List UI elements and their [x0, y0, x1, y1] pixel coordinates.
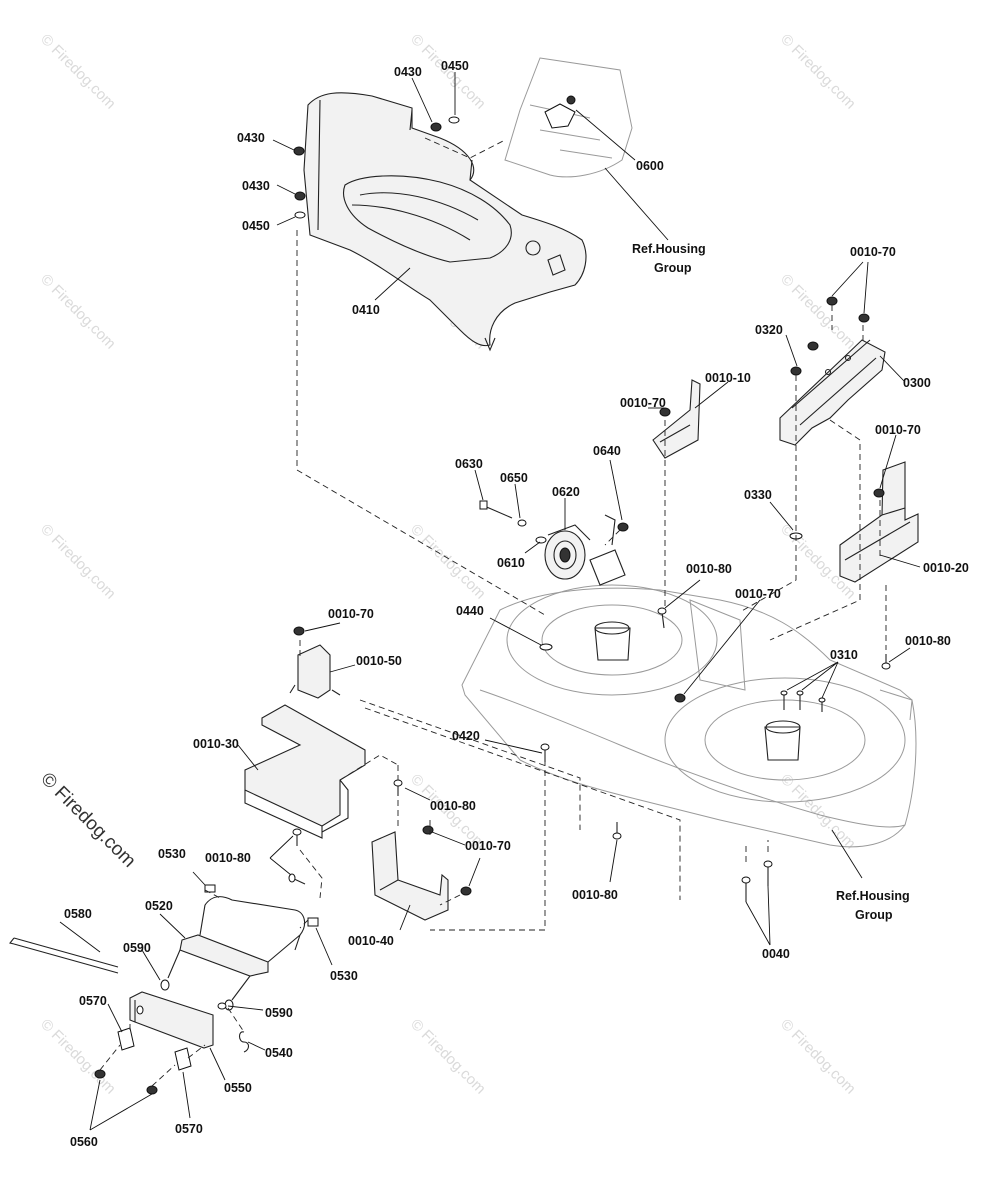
- label-0630: 0630: [455, 457, 483, 471]
- label-0010-70: 0010-70: [328, 607, 374, 621]
- label-0010-30: 0010-30: [193, 737, 239, 751]
- label-0010-70: 0010-70: [465, 839, 511, 853]
- label-0620: 0620: [552, 485, 580, 499]
- label-ref-housing: Ref.Housing: [632, 242, 706, 256]
- label-ref-housing: Ref.Housing: [836, 889, 910, 903]
- label-0570: 0570: [175, 1122, 203, 1136]
- label-0320: 0320: [755, 323, 783, 337]
- label-0010-70: 0010-70: [850, 245, 896, 259]
- label-0010-80: 0010-80: [430, 799, 476, 813]
- part-0410-shield: [303, 92, 587, 352]
- part-0610-bracket: [589, 514, 626, 586]
- label-0450: 0450: [441, 59, 469, 73]
- watermark: © Firedog.com: [37, 31, 119, 113]
- label-0330: 0330: [744, 488, 772, 502]
- label-0430: 0430: [394, 65, 422, 79]
- part-0300-bracket: [779, 339, 886, 446]
- label-0010-10: 0010-10: [705, 371, 751, 385]
- label-0590: 0590: [265, 1006, 293, 1020]
- label-0010-80: 0010-80: [905, 634, 951, 648]
- label-0440: 0440: [456, 604, 484, 618]
- label-0420: 0420: [452, 729, 480, 743]
- label-0640: 0640: [593, 444, 621, 458]
- ref-housing-upper-ghost: [504, 57, 633, 178]
- part-0010-20-bracket: [839, 461, 919, 583]
- watermark: © Firedog.com: [407, 1016, 489, 1098]
- label-0590: 0590: [123, 941, 151, 955]
- part-0010-40-bracket: [371, 831, 449, 921]
- watermark: © Firedog.com: [37, 271, 119, 353]
- label-0010-70: 0010-70: [735, 587, 781, 601]
- watermark: © Firedog.com: [777, 31, 859, 113]
- label-0450: 0450: [242, 219, 270, 233]
- leader-lines: [59, 72, 921, 1131]
- label-0010-80: 0010-80: [572, 888, 618, 902]
- label-0540: 0540: [265, 1046, 293, 1060]
- part-0550-plate: [129, 991, 214, 1049]
- watermark: © Firedog.com: [37, 1016, 119, 1098]
- part-labels: 0430 0450 0430 0430 0450 0600 Ref.Housin…: [64, 59, 969, 1149]
- part-0010-10-bracket: [652, 379, 701, 459]
- label-0570: 0570: [79, 994, 107, 1008]
- label-0650: 0650: [500, 471, 528, 485]
- label-0600: 0600: [636, 159, 664, 173]
- watermark: © Firedog.com: [777, 1016, 859, 1098]
- label-0580: 0580: [64, 907, 92, 921]
- label-0010-40: 0010-40: [348, 934, 394, 948]
- label-0520: 0520: [145, 899, 173, 913]
- part-0010-30-bracket: [244, 704, 366, 839]
- label-0010-80: 0010-80: [686, 562, 732, 576]
- label-0550: 0550: [224, 1081, 252, 1095]
- deck-housing-ghost: [461, 584, 917, 848]
- watermark: © Firedog.com: [407, 521, 489, 603]
- part-0580-rod: [9, 937, 119, 974]
- watermark-overlay: © Firedog.com: [36, 769, 139, 872]
- label-0300: 0300: [903, 376, 931, 390]
- label-ref-housing-group: Group: [654, 261, 692, 275]
- label-0530: 0530: [158, 847, 186, 861]
- part-0010-50-bracket: [289, 644, 341, 699]
- label-0010-20: 0010-20: [923, 561, 969, 575]
- watermark: © Firedog.com: [37, 521, 119, 603]
- label-0410: 0410: [352, 303, 380, 317]
- assembly-lines: [99, 137, 887, 1087]
- label-0010-70: 0010-70: [620, 396, 666, 410]
- part-0520-linkage: [160, 896, 306, 1011]
- label-0430: 0430: [237, 131, 265, 145]
- hardware-items: [94, 116, 891, 1095]
- label-ref-housing-group: Group: [855, 908, 893, 922]
- label-0310: 0310: [830, 648, 858, 662]
- watermark: © Firedog.com: [777, 271, 859, 353]
- label-0040: 0040: [762, 947, 790, 961]
- label-0530: 0530: [330, 969, 358, 983]
- part-0620-pulley: [544, 524, 591, 580]
- label-0010-50: 0010-50: [356, 654, 402, 668]
- label-0610: 0610: [497, 556, 525, 570]
- label-0560: 0560: [70, 1135, 98, 1149]
- label-0010-70: 0010-70: [875, 423, 921, 437]
- watermark: © Firedog.com: [777, 771, 859, 853]
- label-0430: 0430: [242, 179, 270, 193]
- label-0010-80: 0010-80: [205, 851, 251, 865]
